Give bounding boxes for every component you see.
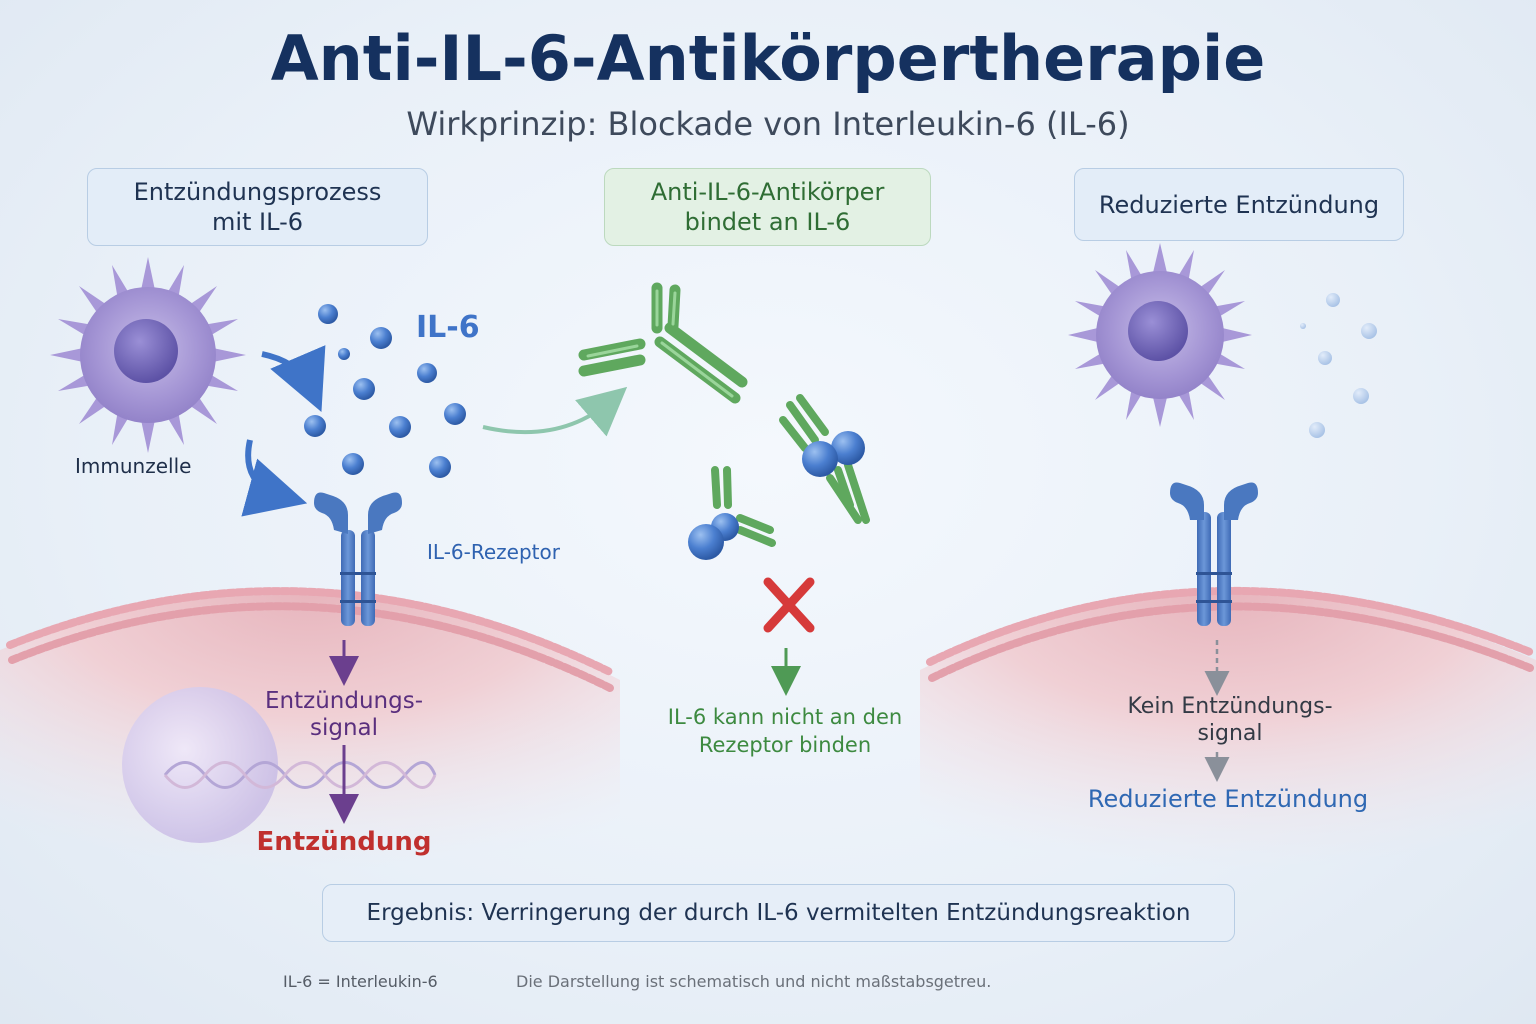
immune-cell-icon bbox=[1068, 243, 1252, 427]
no-signal-label: Kein Entzündungs- signal bbox=[1127, 694, 1333, 746]
il6-molecule bbox=[342, 453, 364, 475]
panel-heading-reduced: Reduzierte Entzündung bbox=[1074, 168, 1404, 241]
il6-molecules bbox=[304, 304, 466, 478]
il6-molecule bbox=[429, 456, 451, 478]
page-subtitle: Wirkprinzip: Blockade von Interleukin-6 … bbox=[406, 105, 1130, 143]
page-title: Anti-IL-6-Antikörpertherapie bbox=[270, 22, 1266, 95]
receptor-label: IL-6-Rezeptor bbox=[427, 540, 560, 564]
il6-receptor-icon bbox=[1170, 482, 1258, 626]
antibody-icon bbox=[578, 282, 748, 404]
panel-heading-inflammation: Entzündungsprozess mit IL-6 bbox=[87, 168, 428, 246]
antibody-arrow bbox=[482, 386, 628, 437]
antibody-il6-complex bbox=[688, 466, 776, 560]
il6-molecules-faded bbox=[1300, 293, 1377, 438]
immune-cell-label: Immunzelle bbox=[75, 454, 192, 478]
immune-cell-icon bbox=[50, 257, 246, 453]
footer-disclaimer: Die Darstellung ist schematisch und nich… bbox=[516, 972, 992, 991]
il6-label: IL-6 bbox=[416, 310, 480, 345]
il6-molecule bbox=[1300, 323, 1306, 329]
block-cross-icon bbox=[763, 577, 815, 633]
il6-molecule bbox=[1353, 388, 1369, 404]
blocked-label: IL-6 kann nicht an den Rezeptor binden bbox=[667, 705, 903, 757]
il6-molecule bbox=[370, 327, 392, 349]
il6-molecule bbox=[389, 416, 411, 438]
panel-heading-antibody: Anti-IL-6-Antikörper bindet an IL-6 bbox=[604, 168, 931, 246]
secretion-arrow bbox=[261, 345, 326, 413]
il6-molecule bbox=[338, 348, 350, 360]
signal-label: Entzündungs- signal bbox=[265, 688, 423, 741]
result-box: Ergebnis: Verringerung der durch IL-6 ve… bbox=[322, 884, 1235, 942]
binding-arrow bbox=[241, 439, 308, 517]
il6-receptor-icon bbox=[314, 492, 402, 626]
il6-molecule bbox=[1361, 323, 1377, 339]
dna-helix-icon bbox=[163, 761, 437, 789]
il6-molecule bbox=[1309, 422, 1325, 438]
il6-molecule bbox=[304, 415, 326, 437]
il6-molecule bbox=[1326, 293, 1340, 307]
footer-abbreviation: IL-6 = Interleukin-6 bbox=[283, 972, 438, 991]
il6-molecule bbox=[417, 363, 437, 383]
reduced-inflammation-label: Reduzierte Entzündung bbox=[1087, 785, 1369, 813]
il6-molecule bbox=[353, 378, 375, 400]
il6-molecule bbox=[444, 403, 466, 425]
il6-molecule bbox=[318, 304, 338, 324]
il6-molecule bbox=[1318, 351, 1332, 365]
antibody-il6-complex bbox=[779, 394, 870, 524]
inflammation-label: Entzündung bbox=[256, 827, 432, 857]
cell-nucleus bbox=[122, 687, 437, 843]
